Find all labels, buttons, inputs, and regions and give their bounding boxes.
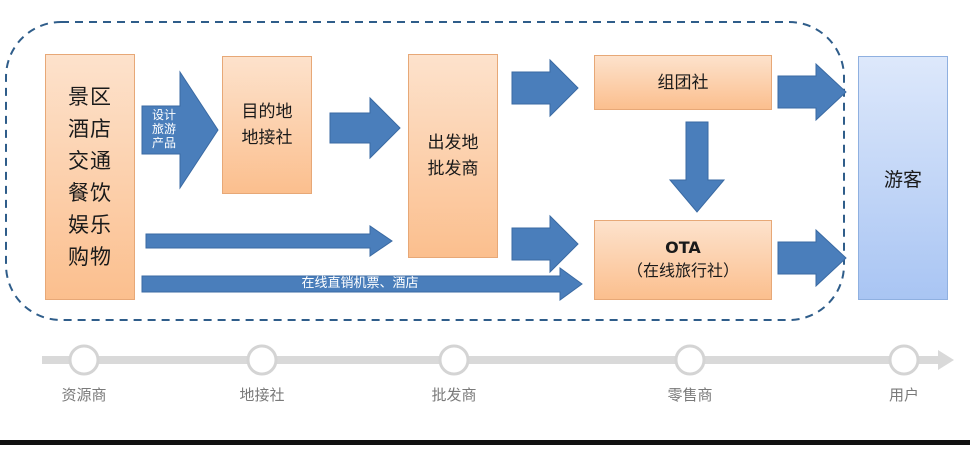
tourist-label: 游客 (883, 168, 922, 191)
timeline-node-2 (246, 344, 278, 376)
tour-group-box: 组团社 (594, 55, 772, 110)
ota-label: OTA （在线旅行社） (627, 237, 739, 283)
resource-item: 娱乐 (68, 213, 112, 237)
local-agency-line: 目的地 (241, 102, 293, 122)
arrow-wholesaler-to-group (511, 58, 579, 118)
timeline-arrowhead (938, 350, 954, 370)
design-label-line: 旅游 (151, 122, 176, 136)
wholesaler-label: 出发地 批发商 (428, 130, 479, 182)
arrow-agency-to-wholesaler (329, 96, 401, 160)
local-agency-box: 目的地 地接社 (222, 56, 312, 194)
axis-label-user: 用户 (888, 386, 919, 404)
axis-label-local-agency: 地接社 (239, 386, 285, 404)
resource-item: 酒店 (68, 117, 112, 141)
axis-label-resource-supplier: 资源商 (61, 386, 107, 404)
timeline-node-1 (68, 344, 100, 376)
arrow-direct-sales (141, 267, 583, 301)
local-agency-line: 地接社 (241, 128, 293, 148)
resource-item: 景区 (68, 85, 112, 109)
tour-group-label: 组团社 (657, 72, 709, 93)
arrow-ota-to-tourist (777, 228, 847, 288)
resource-item: 餐饮 (68, 181, 112, 205)
resources-list: 景区 酒店 交通 餐饮 娱乐 购物 (68, 81, 112, 273)
supply-chain-boundary (5, 21, 845, 321)
design-label-line: 产品 (151, 136, 176, 150)
bottom-rule (0, 440, 970, 445)
timeline-bar (42, 356, 940, 364)
wholesaler-line: 出发地 (427, 133, 479, 153)
ota-title: OTA (665, 238, 701, 257)
direct-sales-label: 在线直销机票、酒店 (301, 276, 419, 291)
ota-box: OTA （在线旅行社） (594, 220, 772, 300)
wholesaler-box: 出发地 批发商 (408, 54, 498, 258)
ota-subtitle: （在线旅行社） (626, 261, 739, 280)
resource-item: 购物 (68, 245, 112, 269)
arrow-wholesaler-to-ota (511, 214, 579, 274)
arrow-group-to-tourist (777, 62, 847, 122)
timeline-node-3 (438, 344, 470, 376)
wholesaler-line: 批发商 (427, 159, 479, 179)
timeline-node-5 (888, 344, 920, 376)
design-label-line: 设计 (151, 108, 176, 122)
design-product-label: 设计 旅游 产品 (146, 108, 182, 150)
axis-label-retailer: 零售商 (667, 386, 713, 404)
tourist-box: 游客 (858, 56, 948, 300)
arrow-group-to-ota (668, 121, 726, 213)
axis-label-wholesaler: 批发商 (431, 386, 477, 404)
arrow-resources-to-wholesaler (145, 225, 393, 257)
resources-box: 景区 酒店 交通 餐饮 娱乐 购物 (45, 54, 135, 300)
local-agency-label: 目的地 地接社 (242, 99, 293, 151)
design-product-arrow (141, 70, 219, 190)
timeline-node-4 (674, 344, 706, 376)
resource-item: 交通 (68, 149, 112, 173)
